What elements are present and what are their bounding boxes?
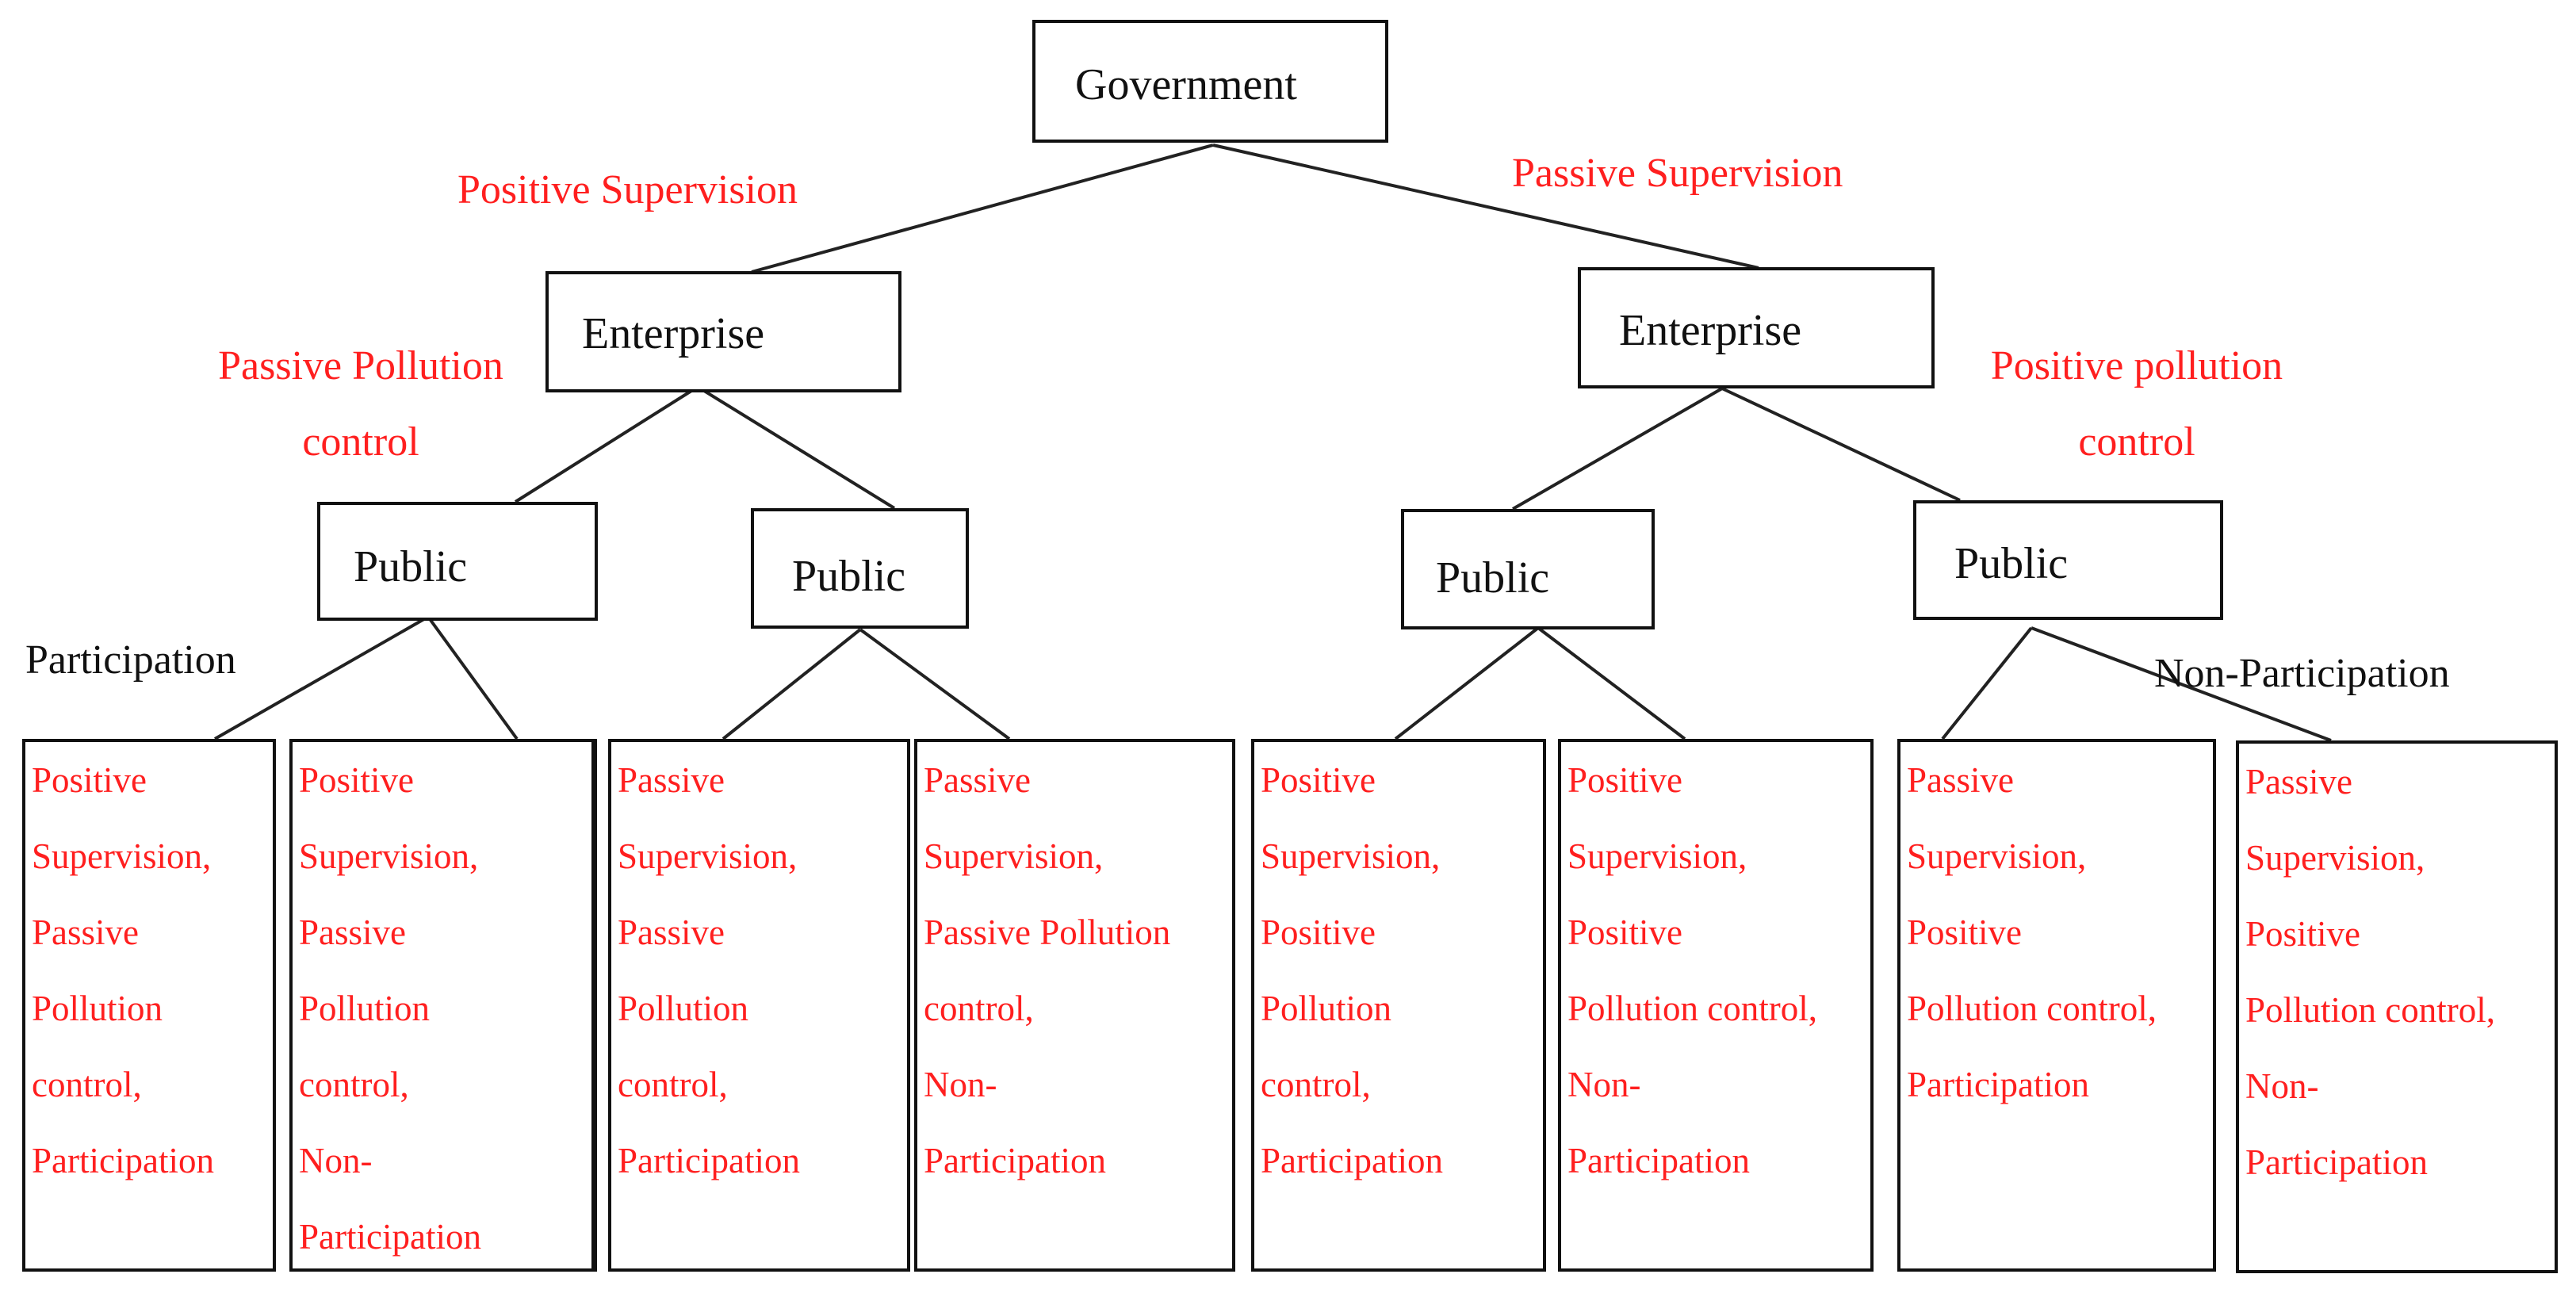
enterprise-label: Enterprise [1619,306,1802,355]
edge-enterprise-right-public-3 [1512,387,1723,511]
edge-public-1-leaf-2 [427,615,519,740]
edge-enterprise-right-public-4 [1721,387,1961,502]
edge-government-enterprise-left [751,143,1214,274]
enterprise-node-right: Enterprise [1578,267,1935,388]
edge-public-4-leaf-8 [2031,626,2332,742]
government-node: Government [1032,20,1388,143]
outcome-leaf-8: Passive Supervision, Positive Pollution … [2236,740,2558,1273]
edge-government-enterprise-right [1212,143,1759,270]
branch-label-positive-pollution-control: Positive pollution control [1990,343,2283,465]
edge-enterprise-left-public-2 [696,385,896,510]
public-node-1: Public [317,502,598,621]
government-label: Government [1075,60,1297,109]
edge-public-2-leaf-4 [859,628,1011,740]
enterprise-node-left: Enterprise [545,271,901,392]
edge-public-3-leaf-5 [1394,626,1540,740]
outcome-leaf-3: Passive Supervision, Passive Pollution c… [608,739,910,1272]
outcome-leaf-1: Positive Supervision, Passive Pollution … [22,739,276,1272]
branch-label-non-participation: Non-Participation [2154,651,2450,696]
edge-public-3-leaf-6 [1537,626,1686,740]
edge-public-1-leaf-1 [214,615,429,740]
public-node-2: Public [751,508,969,629]
branch-label-passive-pollution-control: Passive Pollution control [218,343,503,465]
public-label: Public [1954,539,2069,588]
outcome-leaf-5: Positive Supervision, Positive Pollution… [1251,739,1546,1272]
edge-enterprise-left-public-1 [514,385,699,503]
public-label: Public [1436,553,1550,603]
branch-label-participation: Participation [25,637,236,683]
branch-label-positive-supervision: Positive Supervision [457,167,798,212]
public-node-4: Public [1913,500,2223,620]
outcome-leaf-4: Passive Supervision, Passive Pollution c… [914,739,1235,1272]
outcome-leaf-7: Passive Supervision, Positive Pollution … [1897,739,2216,1272]
outcome-leaf-2: Positive Supervision, Passive Pollution … [289,739,597,1272]
public-label: Public [792,552,906,601]
edge-public-4-leaf-7 [1941,626,2033,740]
outcome-leaf-6: Positive Supervision, Positive Pollution… [1558,739,1874,1272]
branch-label-passive-supervision: Passive Supervision [1512,151,1843,196]
enterprise-label: Enterprise [582,309,765,358]
public-label: Public [354,542,468,591]
edge-public-2-leaf-3 [722,628,862,740]
public-node-3: Public [1401,509,1655,629]
